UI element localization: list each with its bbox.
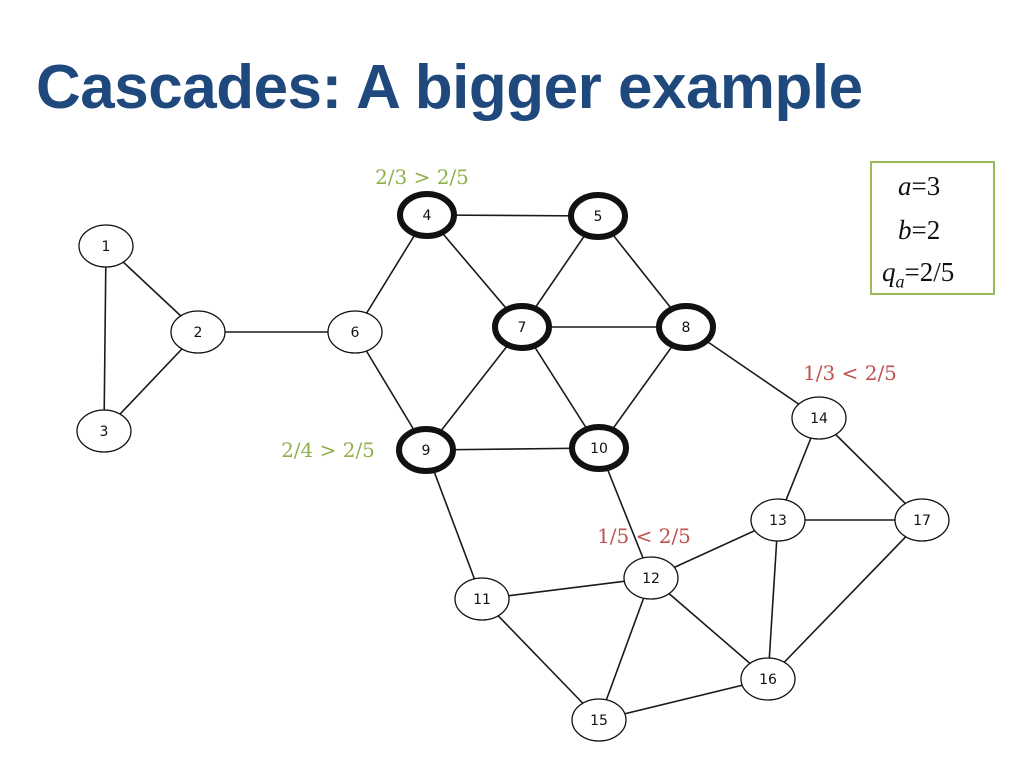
node-label-1: 1 [102,239,111,255]
node-1: 1 [78,224,134,268]
node-circle-11 [454,577,510,621]
node-circle-7 [492,303,552,351]
node-label-8: 8 [682,320,691,336]
parameters-box: a=3 b=2 qa=2/5 [870,161,995,295]
node-circle-4 [397,191,457,239]
node-label-5: 5 [594,209,603,225]
node-label-17: 17 [913,513,931,529]
node-circle-1 [78,224,134,268]
slide-title: Cascades: A bigger example [36,53,863,122]
edge-11-15 [481,598,600,721]
node-17: 17 [894,498,950,542]
node-circle-12 [623,556,679,600]
node-label-6: 6 [351,325,360,341]
edge-16-17 [767,519,923,680]
edge-7-9 [425,326,523,451]
edge-12-16 [650,577,769,680]
node-label-4: 4 [423,208,432,224]
param-a-symbol: a [898,171,912,201]
node-label-2: 2 [194,325,203,341]
param-b-value: =2 [911,215,941,245]
node-label-12: 12 [642,571,660,587]
node-circle-8 [656,303,716,351]
node-circle-9 [396,426,456,474]
param-q-value: =2/5 [904,257,955,287]
node-5: 5 [568,192,628,240]
node-label-11: 11 [473,592,491,608]
param-b: b=2 [898,215,940,246]
node-10: 10 [569,424,629,472]
edges-layer [103,214,923,721]
node-label-16: 16 [759,672,777,688]
edge-15-16 [598,678,769,721]
node-6: 6 [327,310,383,354]
edge-9-11 [425,449,483,600]
node-4: 4 [397,191,457,239]
param-q-subscript: a [895,271,905,292]
node-circle-14 [791,396,847,440]
threshold-annotation-node9: 2/4 > 2/5 [281,438,375,462]
edge-13-16 [767,519,779,680]
edge-11-12 [481,577,652,600]
threshold-annotation-node14: 1/3 < 2/5 [803,361,897,385]
node-label-14: 14 [810,411,828,427]
node-label-3: 3 [100,424,109,440]
param-b-symbol: b [898,215,912,245]
edge-14-17 [818,417,923,521]
node-circle-6 [327,310,383,354]
node-8: 8 [656,303,716,351]
node-circle-2 [170,310,226,354]
node-12: 12 [623,556,679,600]
node-circle-15 [571,698,627,742]
node-13: 13 [750,498,806,542]
threshold-annotation-node4: 2/3 > 2/5 [375,165,469,189]
node-circle-10 [569,424,629,472]
node-circle-16 [740,657,796,701]
node-15: 15 [571,698,627,742]
node-label-10: 10 [590,441,608,457]
node-label-9: 9 [422,443,431,459]
node-circle-3 [76,409,132,453]
param-q-symbol: q [882,257,896,287]
node-14: 14 [791,396,847,440]
edge-1-3 [103,245,107,432]
node-2: 2 [170,310,226,354]
node-circle-5 [568,192,628,240]
node-11: 11 [454,577,510,621]
threshold-annotation-node12: 1/5 < 2/5 [597,524,691,548]
node-3: 3 [76,409,132,453]
edge-12-15 [598,577,652,721]
param-a-value: =3 [911,171,941,201]
node-7: 7 [492,303,552,351]
node-label-15: 15 [590,713,608,729]
node-circle-17 [894,498,950,542]
node-9: 9 [396,426,456,474]
param-q-threshold: qa=2/5 [882,257,954,292]
node-label-13: 13 [769,513,787,529]
annotations-layer: 2/3 > 2/5 2/4 > 2/5 1/3 < 2/5 1/5 < 2/5 [281,165,897,548]
node-16: 16 [740,657,796,701]
node-circle-13 [750,498,806,542]
node-label-7: 7 [518,320,527,336]
param-a: a=3 [898,171,940,202]
